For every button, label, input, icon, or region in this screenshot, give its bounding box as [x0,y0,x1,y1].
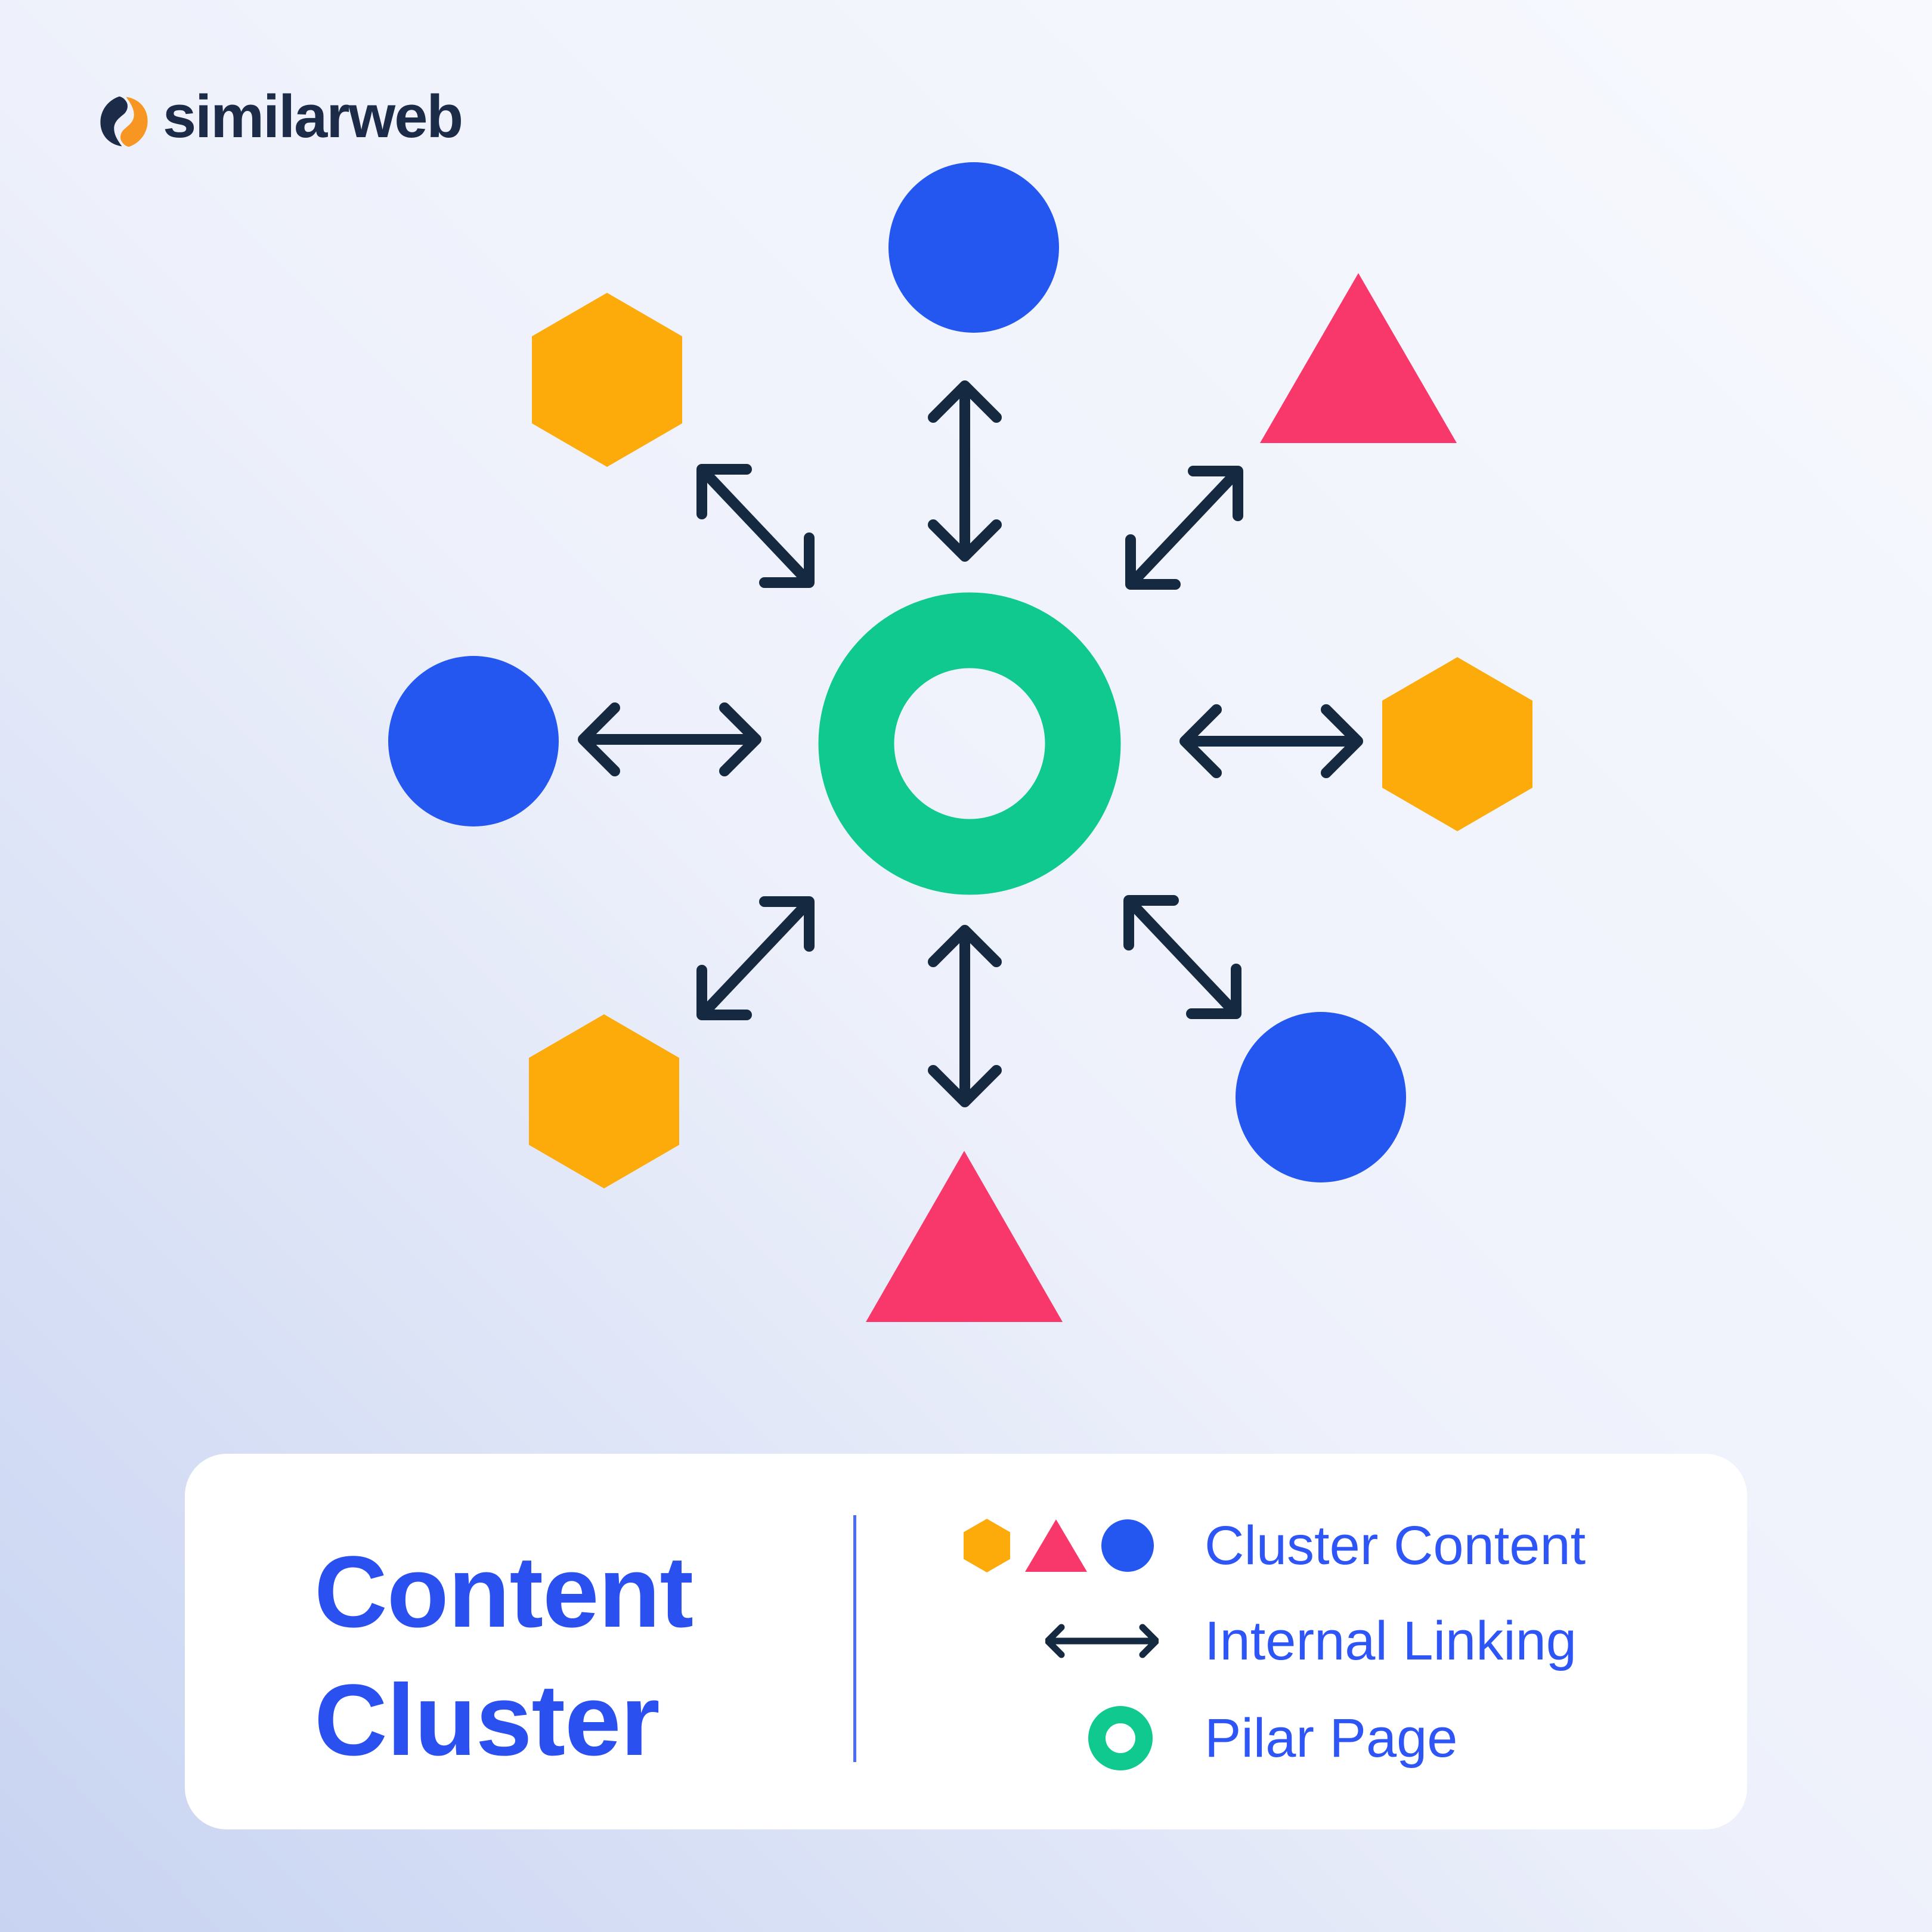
double-arrow-icon-bottom-right [1123,895,1241,1019]
double-arrow-icon-bottom-left [696,896,815,1020]
circle-icon-left [388,656,559,826]
page-title-line1: Content [314,1535,693,1649]
legend-label-pilar-page: Pilar Page [1205,1708,1458,1769]
circle-icon-bottom-right [1236,1012,1406,1182]
circle-icon [1101,1519,1154,1572]
double-arrow-icon-top-right [1125,466,1243,590]
hexagon-icon [964,1519,1010,1572]
circle-icon-top [888,162,1059,333]
triangle-icon-top-right [1260,273,1457,443]
double-arrow-icon-left [578,702,761,776]
double-arrow-icon-right [1179,704,1363,778]
legend-divider [853,1515,856,1762]
legend-card: Content Cluster Cluster Content Internal… [185,1454,1747,1829]
triangle-icon [1025,1519,1087,1572]
hexagon-icon-top-left [532,293,682,467]
triangle-icon-bottom [866,1151,1063,1322]
similarweb-logo-icon [100,96,148,147]
logo-text: similarweb [163,83,463,150]
page-title: Content Cluster [314,1528,693,1785]
hexagon-icon-right [1382,657,1532,831]
legend-item-cluster-content-icons [963,1518,1154,1573]
brand-logo: similarweb [97,83,463,156]
legend-label-internal-linking: Internal Linking [1205,1611,1577,1671]
legend-label-cluster-content: Cluster Content [1205,1515,1586,1576]
double-arrow-icon-bottom [928,925,1002,1107]
hexagon-icon-bottom-left [529,1014,679,1188]
pillar-page-ring-icon [818,592,1121,895]
double-arrow-icon [1045,1624,1159,1658]
double-arrow-icon-top-left [696,464,815,588]
page-title-line2: Cluster [314,1664,660,1777]
double-arrow-icon-top [928,380,1002,562]
ring-icon [1088,1706,1153,1770]
